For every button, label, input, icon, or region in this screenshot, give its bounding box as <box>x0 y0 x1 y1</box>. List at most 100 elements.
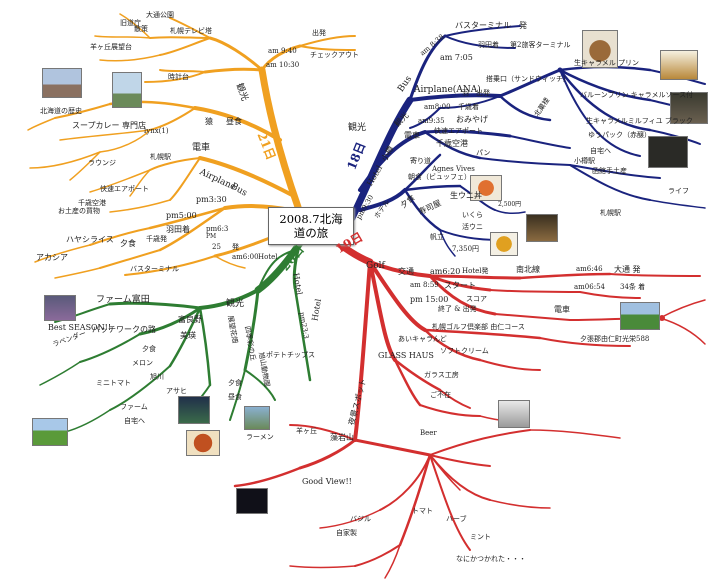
node-18-41: 帆立 <box>430 233 444 241</box>
node-19-13: スコア <box>466 295 487 303</box>
node-21-16: 電車 <box>192 143 211 153</box>
node-19-18: ソフトクリーム <box>440 347 489 355</box>
node-18-13: 千歳空港 <box>436 139 468 148</box>
node-21-11: 北海道の歴史 <box>40 107 82 115</box>
node-18-26: 生キャラメルミルフィユ ブラック <box>586 117 693 125</box>
node-18-9: 搭乗口（サンドウィッチ） <box>486 75 570 83</box>
node-19-10: 34条 着 <box>620 283 646 291</box>
node-21-27: お土産の買物 <box>58 207 100 215</box>
node-18-7: am8:00 <box>424 103 451 111</box>
node-21-32: ハヤシライス <box>66 235 114 244</box>
node-19-4: 南北線 <box>516 265 540 274</box>
node-20-15: ファーム <box>120 403 148 411</box>
node-18-16: 快速エアポート <box>434 127 483 135</box>
node-19-20: ガラス工房 <box>424 371 459 379</box>
node-18-1: バスターミナル 発 <box>455 21 527 30</box>
photo-uni <box>490 232 518 256</box>
photo-sign <box>178 396 210 424</box>
photo-sushi-bowl <box>470 175 502 201</box>
node-21-9: 羊ヶ丘展望台 <box>90 43 132 51</box>
node-21-0: am 9:40 <box>268 47 297 55</box>
photo-zoo <box>244 406 270 430</box>
node-21-35: PM <box>206 233 217 240</box>
node-19-5: am6:46 <box>576 265 603 273</box>
node-20-14: 自宅へ <box>124 417 145 425</box>
node-18-6: Airplane(ANA) <box>414 85 481 95</box>
node-19-28: トマト <box>412 507 433 515</box>
node-19-16: 夕張郡由仁町光栄588 <box>580 335 650 343</box>
node-19-6: 大通 発 <box>614 265 641 274</box>
central-topic-line2: 道の旅 <box>293 226 329 240</box>
node-19-11: pm 15:00 <box>410 295 449 304</box>
photo-person <box>526 214 558 242</box>
node-18-12: おみやげ <box>456 115 488 124</box>
node-18-21: Agnes Vives <box>432 165 475 173</box>
node-20-18: ラーメン <box>246 433 274 441</box>
photo-hokkaido-building <box>42 68 82 98</box>
node-21-2: am 10:30 <box>266 61 300 69</box>
node-20-8: 観光 <box>226 299 245 309</box>
node-19-14: 札幌ゴルフ倶楽部 由仁コース <box>432 323 525 331</box>
node-21-18: ラウンジ <box>88 159 116 167</box>
node-20-22: アサヒ <box>166 387 187 395</box>
node-20-10: ポテトチップス <box>266 351 315 359</box>
node-21-8: 散策 <box>134 25 148 33</box>
node-21-20: 千歳空港 <box>78 199 106 207</box>
node-20-7: 富良野 <box>178 315 202 324</box>
node-20-0: am6:00 <box>232 253 259 261</box>
photo-black-box <box>648 136 688 168</box>
node-21-4: 時計台 <box>168 73 189 81</box>
photo-sweets-jar <box>582 30 618 68</box>
node-20-20: 夕食 <box>228 379 242 387</box>
node-18-24: 生キャラメル プリン <box>574 59 640 67</box>
node-21-10: 旧道庁 <box>120 19 141 27</box>
node-20-19: 昼食 <box>228 393 242 401</box>
node-21-15: lynx(1) <box>144 127 169 135</box>
node-21-13: 昼食 <box>226 117 242 126</box>
node-21-1: 出発 <box>312 29 326 37</box>
node-19-15: 電車 <box>554 305 570 314</box>
node-21-21: pm3:30 <box>196 195 227 204</box>
node-20-24: 旭川 <box>150 373 164 381</box>
node-18-22: 小樽駅 <box>574 157 595 165</box>
node-19-2: am6:20 <box>430 267 461 276</box>
node-20-13: メロン <box>132 359 153 367</box>
node-19-33: ハーブ <box>446 515 467 523</box>
node-21-14: スープカレー 専門店 <box>72 121 147 130</box>
node-18-4: 羽田着 <box>478 41 499 49</box>
photo-food <box>186 430 220 456</box>
node-18-27: ゆうパック（赤醸） <box>588 131 651 139</box>
node-18-8: 羽 出発 <box>462 89 490 97</box>
node-21-6: 札幌テレビ塔 <box>170 27 212 35</box>
node-19-7: am 8:59 <box>410 281 439 289</box>
node-21-26: pm6:3 <box>206 225 229 233</box>
node-19-21: ご不在 <box>430 391 451 399</box>
node-21-29: 発 <box>232 243 239 251</box>
node-21-28: 25 <box>212 243 221 251</box>
node-21-34: バスターミナル <box>130 265 179 273</box>
node-21-3: チェックアウト <box>310 51 359 59</box>
node-19-29: ミント <box>470 533 491 541</box>
node-19-27: Beer <box>420 429 437 437</box>
node-18-38: いくら <box>462 211 483 219</box>
node-18-33: 朝食（ビュッフェ） <box>408 173 471 181</box>
node-19-1: 交通 <box>398 267 414 276</box>
node-18-10: 千歳着 <box>458 103 479 111</box>
node-21-31: 夕食 <box>120 239 136 248</box>
node-19-25: 羊ヶ丘 <box>296 427 317 435</box>
node-21-17: 札幌駅 <box>150 153 171 161</box>
photo-night-view <box>236 488 268 514</box>
node-19-23: 藻岩山 <box>330 433 354 442</box>
node-20-23: ミニトマト <box>96 379 131 387</box>
node-18-43: ライフ <box>668 187 689 195</box>
node-18-3: am 7:05 <box>440 53 473 62</box>
node-18-40: 7,350円 <box>452 245 480 253</box>
node-21-7: 大通公園 <box>146 11 174 19</box>
node-20-9: 美瑛 <box>180 331 196 340</box>
photo-farm-field <box>44 295 76 321</box>
node-18-36: 生ウニ丼 <box>450 191 482 200</box>
node-19-8: スタート <box>444 281 476 290</box>
central-topic[interactable]: 2008.7北海 道の旅 <box>268 207 354 245</box>
node-19-12: 終了 & 出発 <box>438 305 477 313</box>
